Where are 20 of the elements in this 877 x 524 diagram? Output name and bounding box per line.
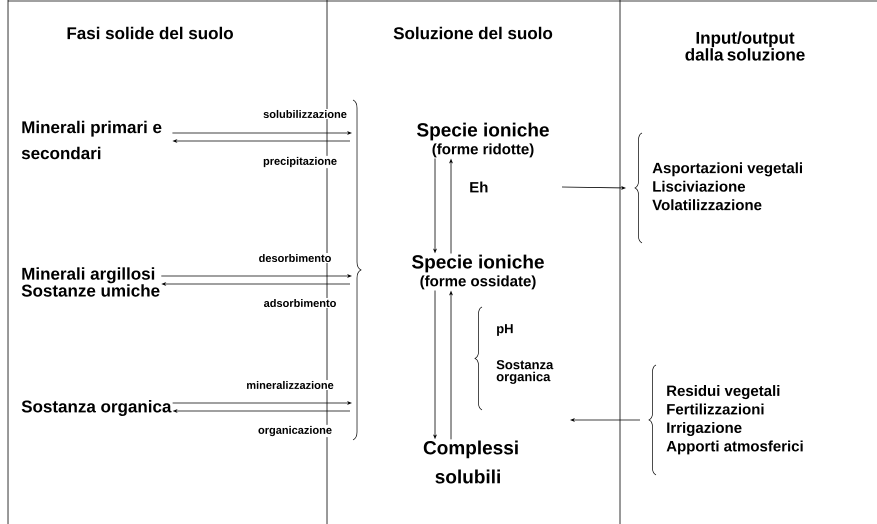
edge-label: precipitazione xyxy=(262,156,338,168)
braced-list: Asportazioni vegetali Lisciviazione Volatilizzazione xyxy=(652,162,802,210)
soil-phase-label: Minerali primari e secondari xyxy=(22,120,162,160)
edge-label: desorbimento xyxy=(258,252,332,264)
edge-label: solubilizzazione xyxy=(262,108,348,120)
braced-list: Residui vegetali Fertilizzazioni Irrigazione Apporti atmosferici xyxy=(666,385,803,454)
factor-label: Sostanza organica xyxy=(496,360,554,384)
column-header: Soluzione del suolo xyxy=(394,26,552,40)
factor-label: pH xyxy=(497,324,513,336)
column-header: Fasi solide del suolo xyxy=(68,26,233,40)
factor-label: Eh xyxy=(470,182,488,192)
edge-label: mineralizzazione xyxy=(245,380,335,390)
species-label: Specie ioniche (forme ridotte) xyxy=(417,122,549,158)
species-label: Specie ioniche (forme ossidate) xyxy=(412,254,544,290)
soil-phase-label: Minerali argillosi Sostanze umiche xyxy=(22,267,160,297)
species-label: Complessi solubili xyxy=(424,440,518,484)
edge-label: organicazione xyxy=(257,424,333,438)
edge-label: adsorbimento xyxy=(262,298,338,308)
column-header: Input/output dalla soluzione xyxy=(685,31,805,61)
soil-phase-label: Sostanza organica xyxy=(22,400,172,416)
